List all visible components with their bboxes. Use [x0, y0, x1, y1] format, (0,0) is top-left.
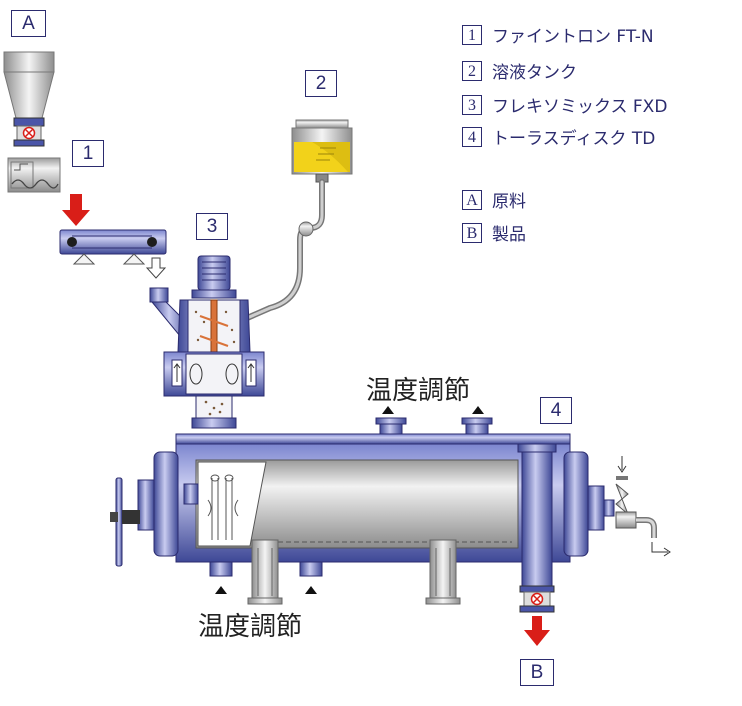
temp-arrow-bottom-2 — [305, 586, 317, 594]
legend-text: 製品 — [492, 225, 526, 245]
conveyor-discharge-arrow — [145, 257, 167, 279]
legend-item-3: 3 フレキソミックス FXD — [462, 92, 667, 117]
legend-text: ファイントロン FT-N — [492, 27, 654, 47]
legend-key: B — [462, 222, 482, 243]
legend-text: フレキソミックス FXD — [492, 97, 668, 117]
vent-piping — [615, 456, 671, 557]
temp-arrow-top-1 — [382, 406, 394, 414]
temperature-control-label-top: 温度調節 — [366, 376, 471, 406]
legend-item-1: 1 ファイントロン FT-N — [462, 22, 654, 47]
legend-item-4: 4 トーラスディスク TD — [462, 124, 655, 149]
label-raw-material-a: A — [11, 10, 46, 37]
flexomix-mixer — [149, 255, 265, 429]
legend-item-a: A 原料 — [462, 187, 526, 212]
legend-text: トーラスディスク TD — [492, 129, 656, 149]
legend-key: 3 — [462, 94, 482, 115]
temp-arrow-top-2 — [472, 406, 484, 414]
legend-item-b: B 製品 — [462, 220, 526, 245]
torus-disc-dryer — [110, 417, 615, 613]
label-product-b: B — [520, 659, 554, 686]
label-unit-3: 3 — [196, 213, 228, 240]
label-unit-4: 4 — [540, 397, 572, 424]
legend-item-2: 2 溶液タンク — [462, 58, 577, 83]
feed-arrow — [62, 194, 90, 226]
solution-tank — [291, 119, 353, 183]
temperature-control-label-bottom: 温度調節 — [198, 612, 303, 642]
label-unit-2: 2 — [305, 70, 337, 97]
legend-key: 1 — [462, 24, 482, 45]
legend-key: A — [462, 189, 482, 210]
legend-key: 2 — [462, 60, 482, 81]
legend-text: 溶液タンク — [492, 63, 577, 83]
raw-material-hopper — [3, 51, 55, 147]
feeder-unit — [7, 157, 61, 193]
label-unit-1: 1 — [72, 140, 104, 167]
product-arrow — [524, 616, 550, 646]
legend-key: 4 — [462, 126, 482, 147]
belt-conveyor — [59, 229, 167, 265]
legend-text: 原料 — [492, 192, 526, 212]
temp-arrow-bottom-1 — [215, 586, 227, 594]
